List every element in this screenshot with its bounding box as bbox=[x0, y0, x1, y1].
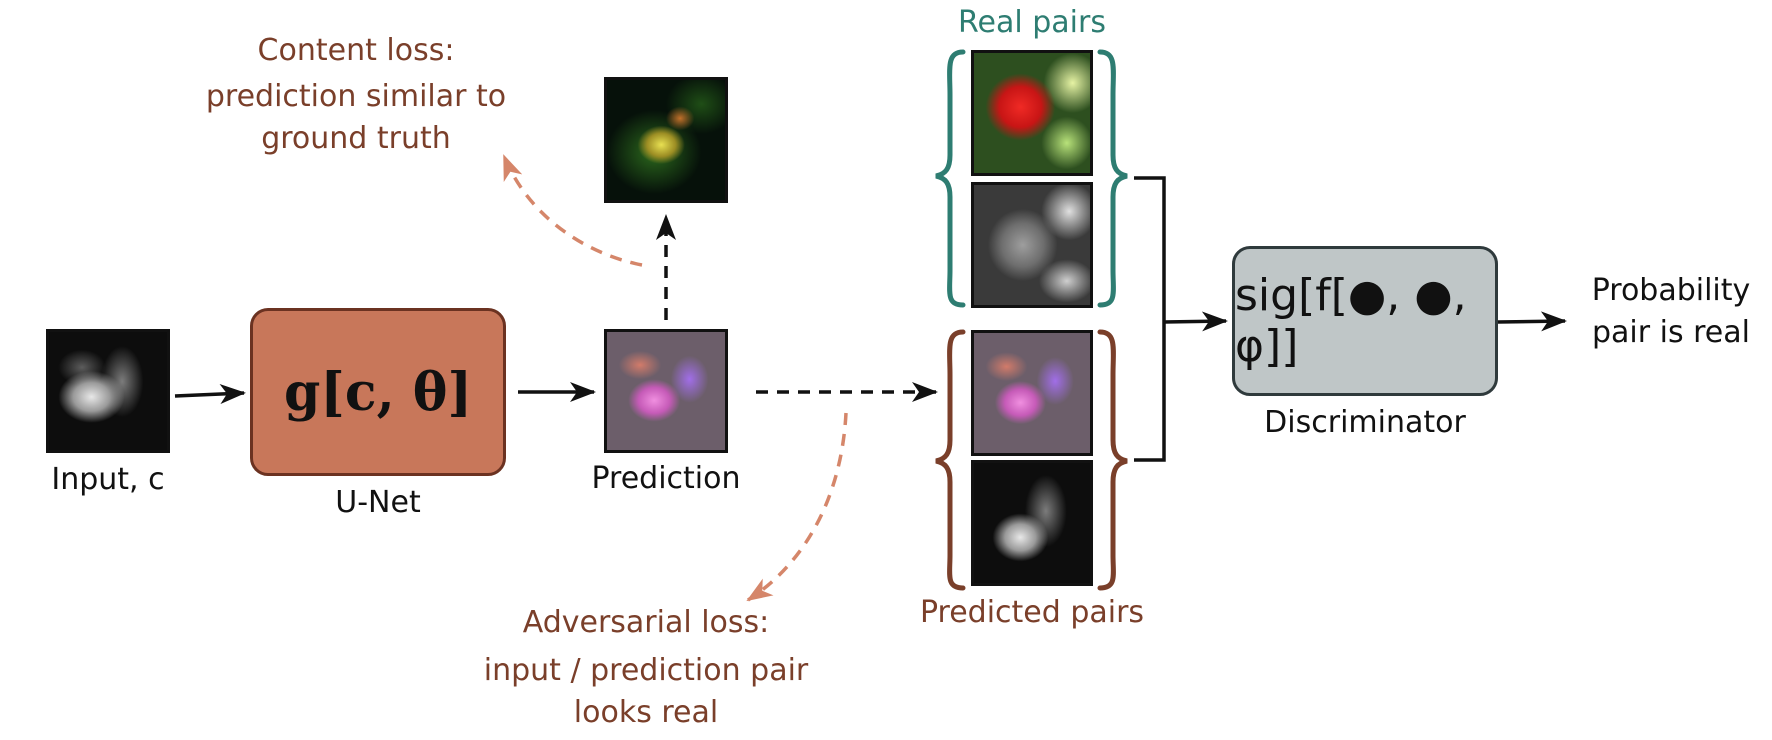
real-pairs-left-brace bbox=[935, 49, 966, 308]
unet-caption: U-Net bbox=[335, 485, 421, 520]
real-pairs-right-brace bbox=[1097, 49, 1128, 308]
content-loss-line2: prediction similar to bbox=[205, 79, 507, 114]
input-label: Input, c bbox=[51, 462, 165, 497]
arrow-input-to-unet bbox=[174, 384, 246, 405]
pairs-join-bracket bbox=[1134, 176, 1166, 462]
content-loss-arrow bbox=[502, 154, 643, 267]
arrow-pairs-to-discriminator bbox=[1163, 311, 1228, 332]
unet-formula: g[c, θ] bbox=[283, 361, 473, 423]
input-image bbox=[46, 329, 170, 453]
unet-box: g[c, θ] bbox=[250, 308, 506, 476]
content-loss-line1: Content loss: bbox=[257, 33, 455, 68]
discriminator-box: sig[f[●, ●, φ]] bbox=[1232, 246, 1498, 396]
discriminator-formula: sig[f[●, ●, φ]] bbox=[1235, 270, 1467, 372]
adversarial-loss-line1: Adversarial loss: bbox=[522, 605, 770, 640]
prediction-image bbox=[604, 329, 728, 453]
predicted-pair-gray-image bbox=[971, 460, 1093, 586]
output-line1: Probability bbox=[1591, 273, 1751, 308]
real-pairs-label: Real pairs bbox=[958, 5, 1106, 40]
ground-truth-image bbox=[604, 77, 728, 203]
predicted-pairs-left-brace bbox=[935, 329, 966, 591]
real-pair-color-image bbox=[971, 50, 1093, 176]
arrow-discriminator-to-output bbox=[1497, 311, 1567, 332]
adversarial-loss-arrow bbox=[746, 412, 848, 602]
adversarial-loss-line2: input / prediction pair bbox=[483, 653, 809, 688]
predicted-pair-color-image bbox=[971, 330, 1093, 456]
content-loss-line3: ground truth bbox=[261, 121, 451, 156]
discriminator-caption: Discriminator bbox=[1264, 405, 1466, 440]
predicted-pairs-label: Predicted pairs bbox=[919, 595, 1145, 630]
prediction-label: Prediction bbox=[591, 461, 741, 496]
adversarial-loss-line3: looks real bbox=[573, 695, 719, 730]
predicted-pairs-right-brace bbox=[1097, 329, 1128, 591]
output-line2: pair is real bbox=[1592, 315, 1750, 350]
real-pair-gray-image bbox=[971, 182, 1093, 308]
